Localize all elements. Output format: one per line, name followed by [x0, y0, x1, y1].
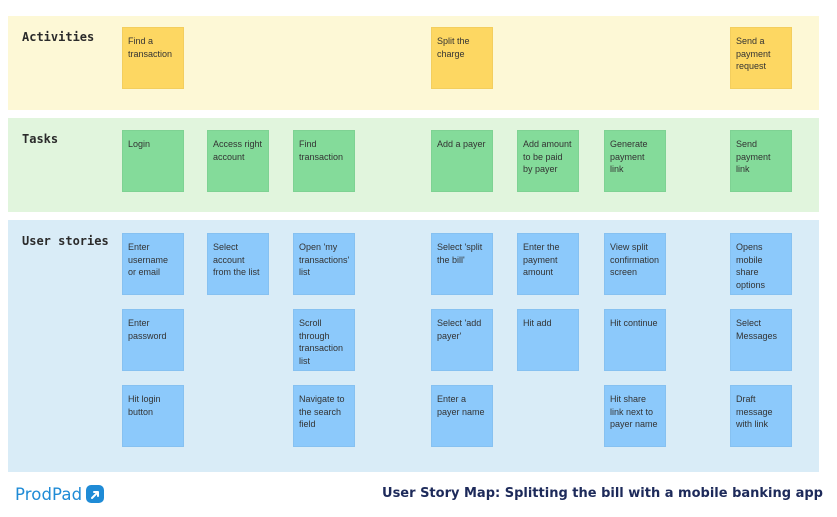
story-note[interactable]: Draft message with link — [730, 385, 792, 447]
user-stories-label: User stories — [22, 234, 109, 248]
story-note[interactable]: Scroll through transaction list — [293, 309, 355, 371]
task-note-access-account[interactable]: Access right account — [207, 130, 269, 192]
story-note[interactable]: Enter password — [122, 309, 184, 371]
story-note[interactable]: Select Messages — [730, 309, 792, 371]
story-note[interactable]: Hit continue — [604, 309, 666, 371]
story-note[interactable]: View split confirmation screen — [604, 233, 666, 295]
activities-label: Activities — [22, 30, 95, 44]
activity-note-find-transaction[interactable]: Find a transaction — [122, 27, 184, 89]
prodpad-logo-icon — [86, 485, 105, 503]
task-note-add-amount[interactable]: Add amount to be paid by payer — [517, 130, 579, 192]
task-note-add-payer[interactable]: Add a payer — [431, 130, 493, 192]
story-note[interactable]: Enter a payer name — [431, 385, 493, 447]
story-note[interactable]: Open 'my transactions' list — [293, 233, 355, 295]
story-note[interactable]: Select 'add payer' — [431, 309, 493, 371]
story-note[interactable]: Hit add — [517, 309, 579, 371]
story-note[interactable]: Select 'split the bill' — [431, 233, 493, 295]
story-note[interactable]: Enter username or email — [122, 233, 184, 295]
story-note[interactable]: Navigate to the search field — [293, 385, 355, 447]
story-note[interactable]: Hit login button — [122, 385, 184, 447]
activity-note-send-payment-request[interactable]: Send a payment request — [730, 27, 792, 89]
task-note-generate-link[interactable]: Generate payment link — [604, 130, 666, 192]
story-note[interactable]: Select account from the list — [207, 233, 269, 295]
story-note[interactable]: Hit share link next to payer name — [604, 385, 666, 447]
task-note-send-link[interactable]: Send payment link — [730, 130, 792, 192]
story-note[interactable]: Opens mobile share options — [730, 233, 792, 295]
task-note-find-transaction[interactable]: Find transaction — [293, 130, 355, 192]
prodpad-wordmark: ProdPad — [15, 484, 83, 504]
task-note-login[interactable]: Login — [122, 130, 184, 192]
map-title: User Story Map: Splitting the bill with … — [382, 486, 823, 501]
story-note[interactable]: Enter the payment amount — [517, 233, 579, 295]
activity-note-split-charge[interactable]: Split the charge — [431, 27, 493, 89]
prodpad-logo[interactable]: ProdPad — [15, 484, 105, 504]
tasks-label: Tasks — [22, 132, 59, 146]
